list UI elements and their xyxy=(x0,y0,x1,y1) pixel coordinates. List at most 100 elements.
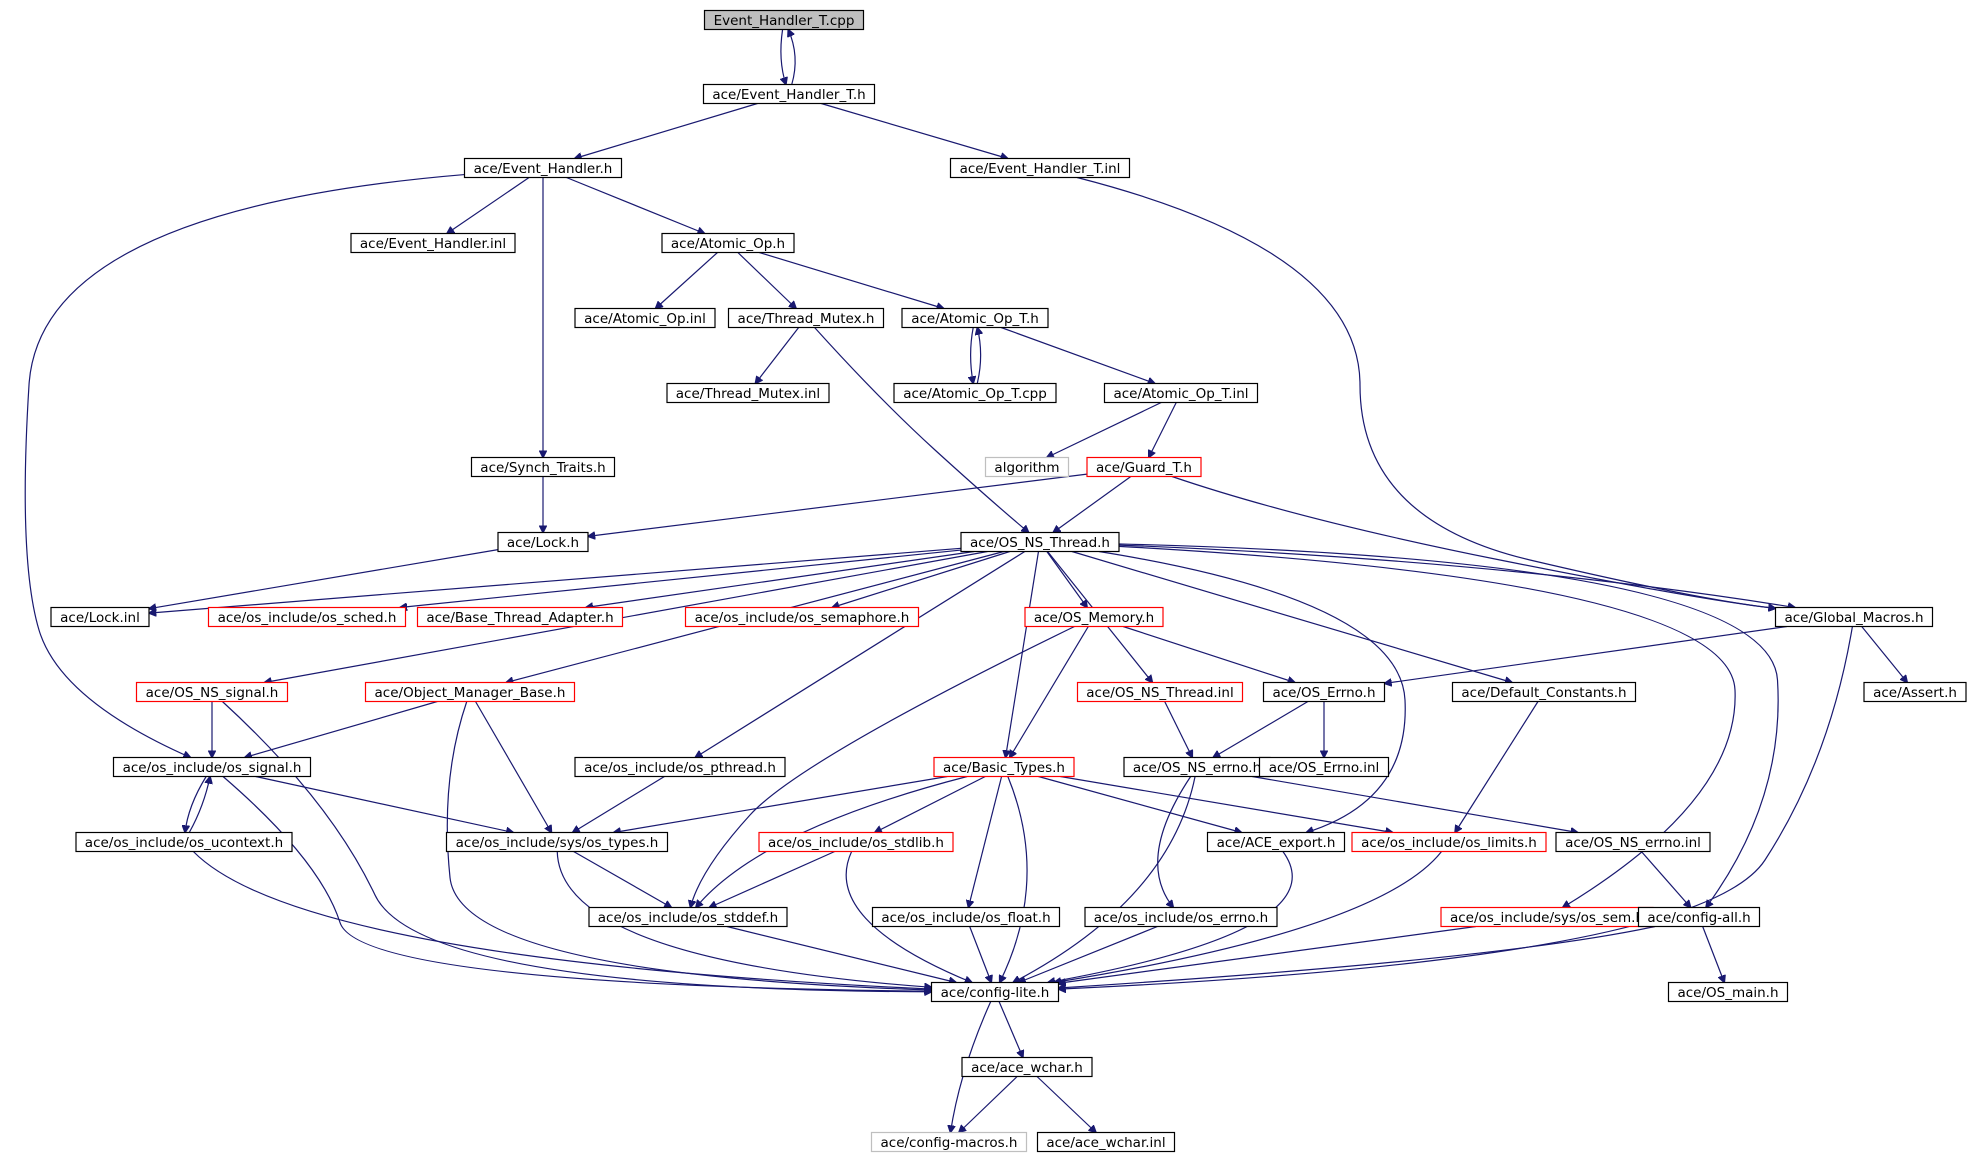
node-eht-inl[interactable]: ace/Event_Handler_T.inl xyxy=(949,157,1131,179)
node-st-h[interactable]: ace/Synch_Traits.h xyxy=(470,456,616,478)
node-guard-h[interactable]: ace/Guard_T.h xyxy=(1086,456,1202,478)
node-box xyxy=(1262,681,1386,703)
node-aopt-cpp[interactable]: ace/Atomic_Op_T.cpp xyxy=(893,382,1057,404)
node-tm-h[interactable]: ace/Thread_Mutex.h xyxy=(727,307,885,329)
node-box xyxy=(470,456,616,478)
edge-stdlib_h-to-configlite_h xyxy=(845,851,972,983)
node-osmem-h[interactable]: ace/OS_Memory.h xyxy=(1024,606,1164,628)
node-box xyxy=(930,981,1060,1003)
node-lock-h[interactable]: ace/Lock.h xyxy=(497,531,589,553)
node-bt-h[interactable]: ace/Basic_Types.h xyxy=(933,756,1075,778)
node-aop-inl[interactable]: ace/Atomic_Op.inl xyxy=(574,307,716,329)
edge-bt_h-to-configlite_h xyxy=(1000,776,1028,983)
node-ossignal-h[interactable]: ace/os_include/os_signal.h xyxy=(112,756,312,778)
node-assert-h[interactable]: ace/Assert.h xyxy=(1863,681,1967,703)
node-osmain-h[interactable]: ace/OS_main.h xyxy=(1667,981,1789,1003)
node-label: ace/OS_NS_Thread.h xyxy=(970,535,1110,551)
node-label: ace/OS_NS_signal.h xyxy=(146,685,279,701)
node-box xyxy=(588,906,788,928)
node-root[interactable]: Event_Handler_T.cpp xyxy=(703,9,865,31)
node-limits-h[interactable]: ace/os_include/os_limits.h xyxy=(1351,831,1547,853)
node-label: ace/Atomic_Op.h xyxy=(671,236,785,252)
edge-ossignal_h-to-systypes_h xyxy=(255,775,514,833)
node-eh-h[interactable]: ace/Event_Handler.h xyxy=(463,157,623,179)
node-box xyxy=(1024,606,1164,628)
node-label: ace/Atomic_Op_T.cpp xyxy=(903,386,1047,402)
node-syssem-h[interactable]: ace/os_include/sys/os_sem.h xyxy=(1440,906,1654,928)
node-pthread-h[interactable]: ace/os_include/os_pthread.h xyxy=(574,756,786,778)
node-osnst-h[interactable]: ace/OS_NS_Thread.h xyxy=(960,531,1120,553)
node-oserrno-inl[interactable]: ace/OS_Errno.inl xyxy=(1258,756,1390,778)
edge-omb_h-to-ossignal_h xyxy=(245,700,438,758)
node-osnserrno-h[interactable]: ace/OS_NS_errno.h xyxy=(1123,756,1271,778)
node-label: ace/ace_wchar.inl xyxy=(1046,1135,1165,1151)
node-label: ace/os_include/os_limits.h xyxy=(1361,835,1537,851)
node-aopt-h[interactable]: ace/Atomic_Op_T.h xyxy=(901,307,1049,329)
node-dc-h[interactable]: ace/Default_Constants.h xyxy=(1451,681,1637,703)
node-box xyxy=(870,1131,1028,1153)
node-eht-h[interactable]: ace/Event_Handler_T.h xyxy=(702,83,876,105)
edge-configall_h-to-osmain_h xyxy=(1702,926,1725,983)
edge-syssem_h-to-configlite_h xyxy=(1059,925,1476,984)
edge-omb_h-to-systypes_h xyxy=(474,701,552,833)
node-box xyxy=(445,831,669,853)
node-gm-h[interactable]: ace/Global_Macros.h xyxy=(1774,606,1934,628)
node-eh-inl[interactable]: ace/Event_Handler.inl xyxy=(350,232,516,254)
node-label: ace/OS_NS_errno.h xyxy=(1133,760,1261,776)
edge-limits_h-to-configlite_h xyxy=(1054,851,1443,983)
node-wchar-inl[interactable]: ace/ace_wchar.inl xyxy=(1036,1131,1176,1153)
edge-eht_h-to-root xyxy=(788,30,796,85)
edges-layer xyxy=(24,30,1907,1133)
edge-aopt_inl-to-algorithm xyxy=(1047,401,1162,458)
node-wchar-h[interactable]: ace/ace_wchar.h xyxy=(961,1056,1093,1078)
node-label: ace/Guard_T.h xyxy=(1096,460,1192,476)
node-box xyxy=(933,756,1075,778)
node-configall-h[interactable]: ace/config-all.h xyxy=(1637,906,1761,928)
node-errno-h[interactable]: ace/os_include/os_errno.h xyxy=(1084,906,1278,928)
node-omb-h[interactable]: ace/Object_Manager_Base.h xyxy=(364,681,576,703)
node-algorithm[interactable]: algorithm xyxy=(984,456,1070,478)
node-aop-h[interactable]: ace/Atomic_Op.h xyxy=(661,232,795,254)
node-box xyxy=(871,906,1061,928)
node-label: ace/Lock.h xyxy=(507,535,579,551)
edge-osnst_h-to-sem_h xyxy=(832,550,1011,608)
node-lock-inl[interactable]: ace/Lock.inl xyxy=(50,606,150,628)
node-export-h[interactable]: ace/ACE_export.h xyxy=(1206,831,1346,853)
node-aopt-inl[interactable]: ace/Atomic_Op_T.inl xyxy=(1103,382,1259,404)
node-osnssig-h[interactable]: ace/OS_NS_signal.h xyxy=(135,681,289,703)
node-box xyxy=(463,157,623,179)
node-oserrno-h[interactable]: ace/OS_Errno.h xyxy=(1262,681,1386,703)
node-float-h[interactable]: ace/os_include/os_float.h xyxy=(871,906,1061,928)
node-osnserrno-inl[interactable]: ace/OS_NS_errno.inl xyxy=(1555,831,1711,853)
node-label: ace/ACE_export.h xyxy=(1217,835,1336,851)
node-label: ace/Lock.inl xyxy=(60,610,140,626)
node-label: ace/Object_Manager_Base.h xyxy=(375,685,566,701)
node-tm-inl[interactable]: ace/Thread_Mutex.inl xyxy=(666,382,830,404)
edge-osnst_h-to-osnssig_h xyxy=(264,550,988,683)
node-label: ace/Event_Handler_T.inl xyxy=(960,161,1121,177)
node-label: ace/Synch_Traits.h xyxy=(480,460,605,476)
node-box xyxy=(1667,981,1789,1003)
node-box xyxy=(1451,681,1637,703)
node-stddef-h[interactable]: ace/os_include/os_stddef.h xyxy=(588,906,788,928)
node-sched-h[interactable]: ace/os_include/os_sched.h xyxy=(207,606,407,628)
edge-pthread_h-to-systypes_h xyxy=(573,775,665,833)
node-box xyxy=(758,831,954,853)
node-box xyxy=(703,9,865,31)
node-label: ace/Assert.h xyxy=(1873,685,1957,701)
edge-osnst_h-to-sched_h xyxy=(400,549,962,607)
node-configmacros-h[interactable]: ace/config-macros.h xyxy=(870,1131,1028,1153)
node-label: ace/Default_Constants.h xyxy=(1461,685,1626,701)
node-bta-h[interactable]: ace/Base_Thread_Adapter.h xyxy=(416,606,624,628)
node-box xyxy=(960,531,1120,553)
node-box xyxy=(702,83,876,105)
node-configlite-h[interactable]: ace/config-lite.h xyxy=(930,981,1060,1003)
node-stdlib-h[interactable]: ace/os_include/os_stdlib.h xyxy=(758,831,954,853)
node-label: ace/Atomic_Op.inl xyxy=(584,311,706,327)
node-sem-h[interactable]: ace/os_include/os_semaphore.h xyxy=(684,606,920,628)
node-box xyxy=(364,681,576,703)
node-systypes-h[interactable]: ace/os_include/sys/os_types.h xyxy=(445,831,669,853)
node-ucontext-h[interactable]: ace/os_include/os_ucontext.h xyxy=(75,831,293,853)
node-label: ace/os_include/sys/os_types.h xyxy=(456,835,659,851)
node-osnst-inl[interactable]: ace/OS_NS_Thread.inl xyxy=(1076,681,1244,703)
